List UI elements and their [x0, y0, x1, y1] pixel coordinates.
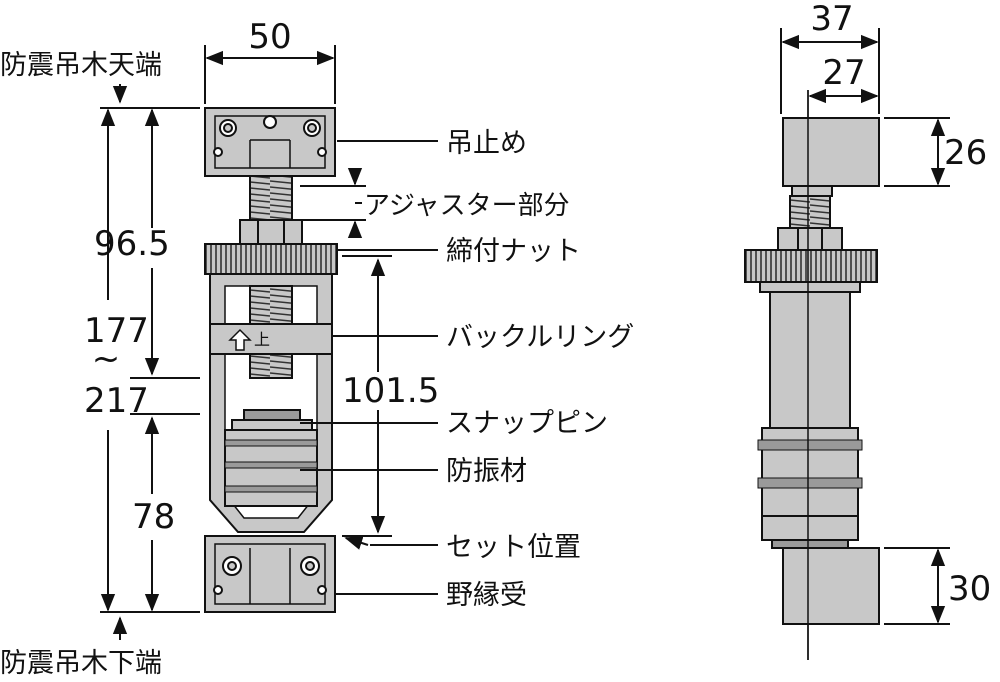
ring-mark: 上 — [254, 330, 270, 349]
adjuster-bolt — [249, 175, 293, 223]
dim-length-mid: 101.5 — [342, 371, 439, 411]
side-lock-nut — [744, 249, 878, 283]
lock-nut — [204, 243, 338, 275]
dim-width-side: 37 — [810, 0, 853, 39]
dim-height-bottom-block: 30 — [948, 569, 991, 609]
bottom-bracket — [204, 535, 336, 613]
snap-pin — [243, 409, 301, 421]
front-view: 上 — [204, 107, 338, 613]
leader-lines — [300, 140, 438, 595]
dim-range-tilde: ~ — [92, 339, 121, 379]
dim-range-bottom: 217 — [84, 381, 149, 421]
label-set-position: セット位置 — [446, 532, 581, 563]
side-view — [744, 90, 880, 660]
dim-height-top-block: 26 — [944, 133, 987, 173]
dim-width-side-inner: 27 — [822, 53, 865, 93]
dim-height-lower: 78 — [132, 497, 175, 537]
side-adjuster-bolt — [789, 195, 831, 231]
label-adjuster: アジャスター部分 — [364, 191, 570, 221]
label-nobuchi-uke: 野縁受 — [446, 580, 527, 611]
dim-height-upper: 96.5 — [94, 224, 170, 264]
side-top-block — [782, 117, 880, 187]
up-arrow-icon — [228, 328, 252, 351]
label-tsuridome: 吊止め — [446, 128, 527, 159]
side-bottom-block — [782, 547, 880, 625]
label-nut: 締付ナット — [446, 236, 581, 267]
front-dimensions — [100, 45, 392, 640]
label-top-end: 防震吊木天端 — [0, 50, 162, 81]
top-bracket — [204, 107, 336, 177]
side-body — [769, 291, 851, 429]
side-hex-nut — [777, 227, 843, 251]
dim-width-front: 50 — [248, 17, 291, 57]
buckle-ring — [209, 323, 333, 355]
label-vibration-material: 防振材 — [446, 456, 527, 487]
label-buckle-ring: バックルリング — [446, 322, 634, 353]
label-bottom-end: 防震吊木下端 — [0, 648, 162, 679]
hex-nut — [239, 219, 303, 245]
label-snap-pin: スナップピン — [446, 408, 608, 439]
dim-range-top: 177 — [84, 311, 149, 351]
side-dimensions — [780, 28, 950, 625]
